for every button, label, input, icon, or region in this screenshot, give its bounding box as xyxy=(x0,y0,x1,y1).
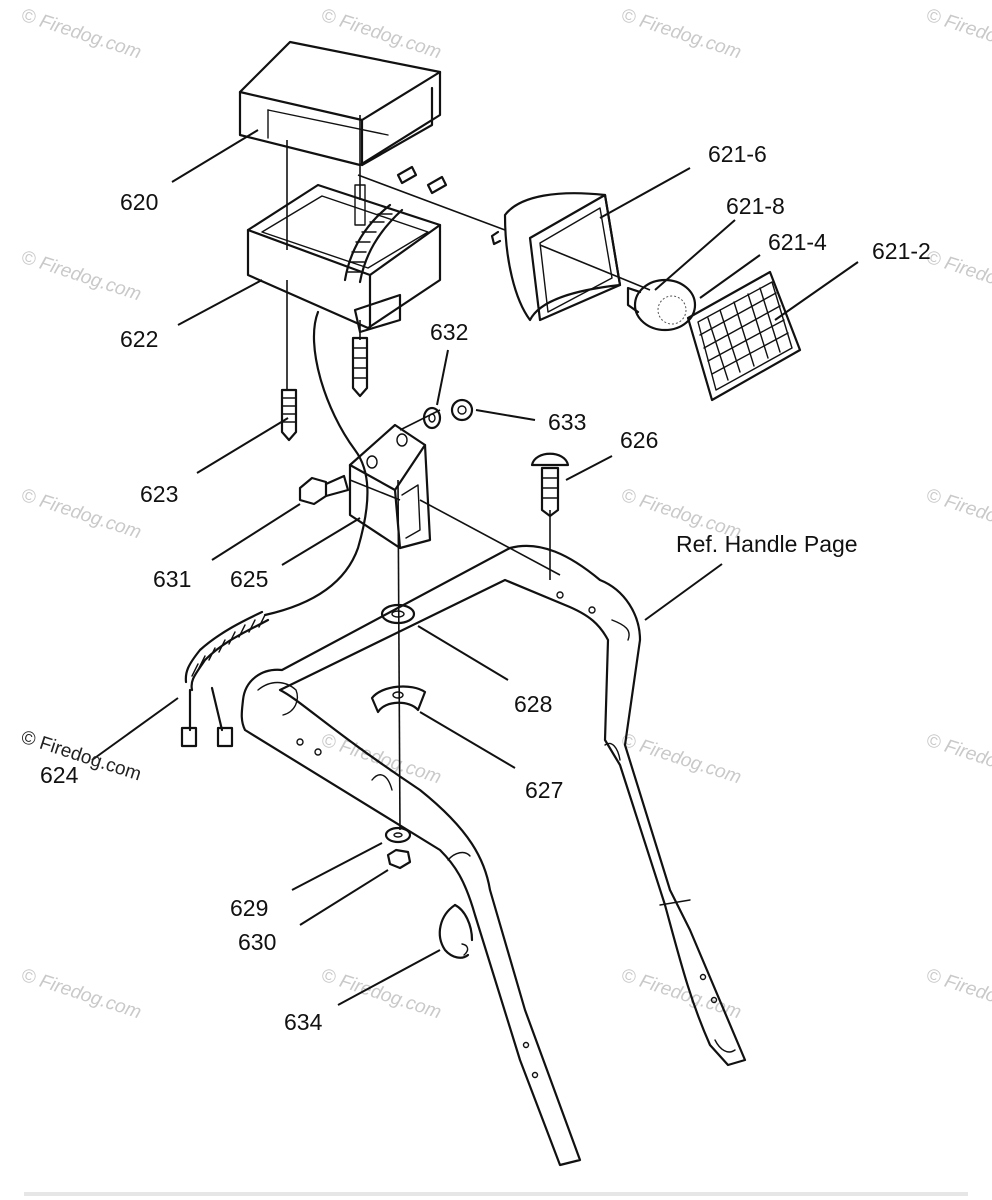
label-627: 627 xyxy=(525,777,563,803)
label-631: 631 xyxy=(153,566,191,592)
nut-630 xyxy=(386,848,412,870)
watermark-text: © Firedog.com xyxy=(923,247,992,306)
watermark-text: © Firedog.com xyxy=(923,485,992,544)
label-621-6: 621-6 xyxy=(708,141,767,167)
label-620: 620 xyxy=(120,189,158,215)
watermark-text: © Firedog.com xyxy=(18,5,143,64)
label-ref-handle-page: Ref. Handle Page xyxy=(676,531,858,557)
screw-623-b xyxy=(351,336,369,398)
watermark-text: © Firedog.com xyxy=(18,965,143,1024)
watermark-text: © Firedog.com xyxy=(618,730,743,789)
screw-623 xyxy=(280,388,298,442)
bottom-divider xyxy=(24,1192,968,1196)
label-634: 634 xyxy=(284,1009,323,1035)
leader-lines xyxy=(91,129,859,1006)
label-623: 623 xyxy=(140,481,178,507)
label-622: 622 xyxy=(120,326,158,352)
label-629: 629 xyxy=(230,895,268,921)
label-621-2: 621-2 xyxy=(872,238,931,264)
lens-621-2 xyxy=(686,270,802,402)
watermark-text: © Firedog.com xyxy=(923,965,992,1024)
label-626: 626 xyxy=(620,427,658,453)
watermark-text: © Firedog.com xyxy=(18,485,143,544)
watermark-text: © Firedog.com xyxy=(318,730,443,789)
watermark-text: © Firedog.com xyxy=(923,5,992,64)
spacer-627 xyxy=(370,685,427,714)
label-621-8: 621-8 xyxy=(726,193,785,219)
label-624: 624 xyxy=(40,762,79,788)
handle-frame xyxy=(240,544,747,1167)
bolt-631 xyxy=(298,474,350,506)
washer-628 xyxy=(380,603,416,625)
watermark-text: © Firedog.com xyxy=(618,5,743,64)
watermark-text: © Firedog.com xyxy=(318,965,443,1024)
label-632: 632 xyxy=(430,319,468,345)
label-621-4: 621-4 xyxy=(768,229,827,255)
washer-629 xyxy=(384,826,412,844)
cover-620 xyxy=(238,40,442,167)
bolt-626 xyxy=(530,452,570,518)
part-labels: 620 621-6 621-8 621-4 621-2 622 632 633 … xyxy=(40,141,931,1035)
label-633: 633 xyxy=(548,409,586,435)
label-625: 625 xyxy=(230,566,268,592)
label-630: 630 xyxy=(238,929,276,955)
assembly-guide-lines xyxy=(286,115,651,831)
washer-632 xyxy=(422,406,442,430)
wire-harness-624 xyxy=(180,310,369,748)
watermark-text: © Firedog.com xyxy=(318,5,443,64)
watermark-text: © Firedog.com xyxy=(923,730,992,789)
watermark-text: © Firedog.com xyxy=(18,247,143,306)
nut-633 xyxy=(450,398,474,422)
lamp-frame-621-6 xyxy=(490,192,622,322)
watermark-layer: © Firedog.com © Firedog.com © Firedog.co… xyxy=(18,5,992,1024)
bulb-621-8 xyxy=(626,278,697,332)
clip-634 xyxy=(438,903,474,959)
housing-622 xyxy=(246,165,448,334)
label-628: 628 xyxy=(514,691,552,717)
